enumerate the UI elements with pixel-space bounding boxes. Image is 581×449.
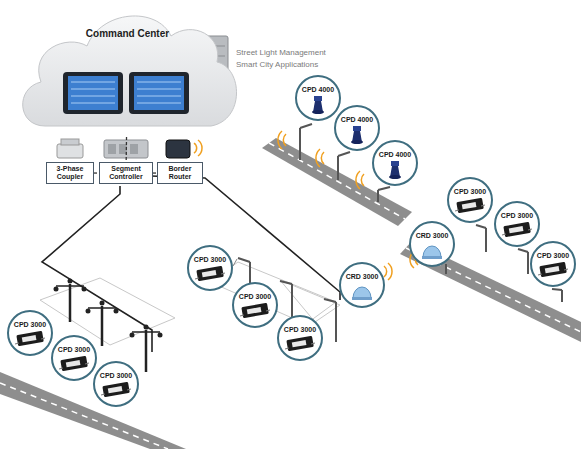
power-wire (42, 186, 152, 352)
device-name: CPD 3000 (449, 188, 491, 196)
leader-line (233, 259, 237, 266)
screen-line (71, 96, 115, 97)
app-label: Smart City Applications (236, 60, 318, 69)
power-wire (151, 176, 340, 300)
device-icon (341, 264, 383, 306)
device-name: CRD 3000 (411, 232, 453, 240)
device-name: CPD 3000 (189, 256, 231, 264)
device-callout: CPD 3000 (447, 177, 493, 223)
device-callout: CPD 3000 (277, 315, 323, 361)
box-label: Segment Controller (102, 165, 150, 181)
device-icon (189, 247, 231, 289)
coupler-icon (57, 139, 83, 158)
device-name: CPD 3000 (234, 293, 276, 301)
device-callout: CPD 3000 (530, 241, 576, 287)
screen-line (137, 103, 181, 104)
road (400, 241, 581, 342)
box-label: 3-Phase Coupler (49, 165, 91, 181)
device-callout: CPD 3000 (232, 282, 278, 328)
tablet-screen (68, 76, 118, 110)
device-name: CPD 4000 (336, 116, 378, 124)
device-callout: CPD 4000 (295, 75, 341, 121)
cloud-title: Command Center (15, 28, 240, 40)
device-callout: CPD 3000 (51, 335, 97, 381)
app-label: Street Light Management (236, 48, 326, 57)
device-callout: CPD 4000 (372, 140, 418, 186)
device-name: CRD 3000 (341, 273, 383, 281)
device-name: CPD 4000 (374, 151, 416, 159)
device-callout: CPD 3000 (187, 245, 233, 291)
tablet-screen (134, 76, 184, 110)
device-callout: CRD 3000 (409, 221, 455, 267)
device-name: CPD 3000 (496, 212, 538, 220)
device-icon (279, 317, 321, 359)
device-icon (234, 284, 276, 326)
device-label-box: Border Router (157, 162, 203, 184)
cloud-node: Command Center (15, 2, 240, 137)
device-icon (374, 142, 416, 184)
device-icon (297, 77, 339, 119)
device-callout: CPD 3000 (494, 201, 540, 247)
tablet (129, 72, 189, 114)
screen-line (137, 89, 181, 90)
screen-line (137, 82, 181, 83)
device-label-box: Segment Controller (99, 162, 153, 184)
screen-line (137, 96, 181, 97)
screen-line (71, 89, 115, 90)
device-icon (532, 243, 574, 285)
screen-line (71, 103, 115, 104)
dashed-link (126, 137, 128, 162)
device-icon (449, 179, 491, 221)
street-outline (280, 280, 340, 322)
device-callout: CPD 3000 (7, 310, 53, 356)
device-icon (496, 203, 538, 245)
device-icon (9, 312, 51, 354)
box-label: Border Router (160, 165, 200, 181)
device-callout: CPD 3000 (93, 361, 139, 407)
street-outline (40, 278, 175, 345)
wireless-signal (278, 131, 418, 280)
device-label-box: 3-Phase Coupler (46, 162, 94, 184)
cloud-shape (15, 2, 240, 137)
device-name: CPD 3000 (95, 372, 137, 380)
device-name: CPD 3000 (53, 346, 95, 354)
device-name: CPD 3000 (532, 252, 574, 260)
lane-marking (0, 383, 168, 449)
device-icon (411, 223, 453, 265)
device-name: CPD 3000 (279, 326, 321, 334)
device-icon (53, 337, 95, 379)
device-icon (336, 107, 378, 149)
screen-line (71, 82, 115, 83)
router-icon (166, 140, 202, 158)
device-name: CPD 3000 (9, 321, 51, 329)
device-name: CPD 4000 (297, 86, 339, 94)
device-callout: CPD 4000 (334, 105, 380, 151)
device-icon (95, 363, 137, 405)
device-callout: CRD 3000 (339, 262, 385, 308)
tablet (63, 72, 123, 114)
